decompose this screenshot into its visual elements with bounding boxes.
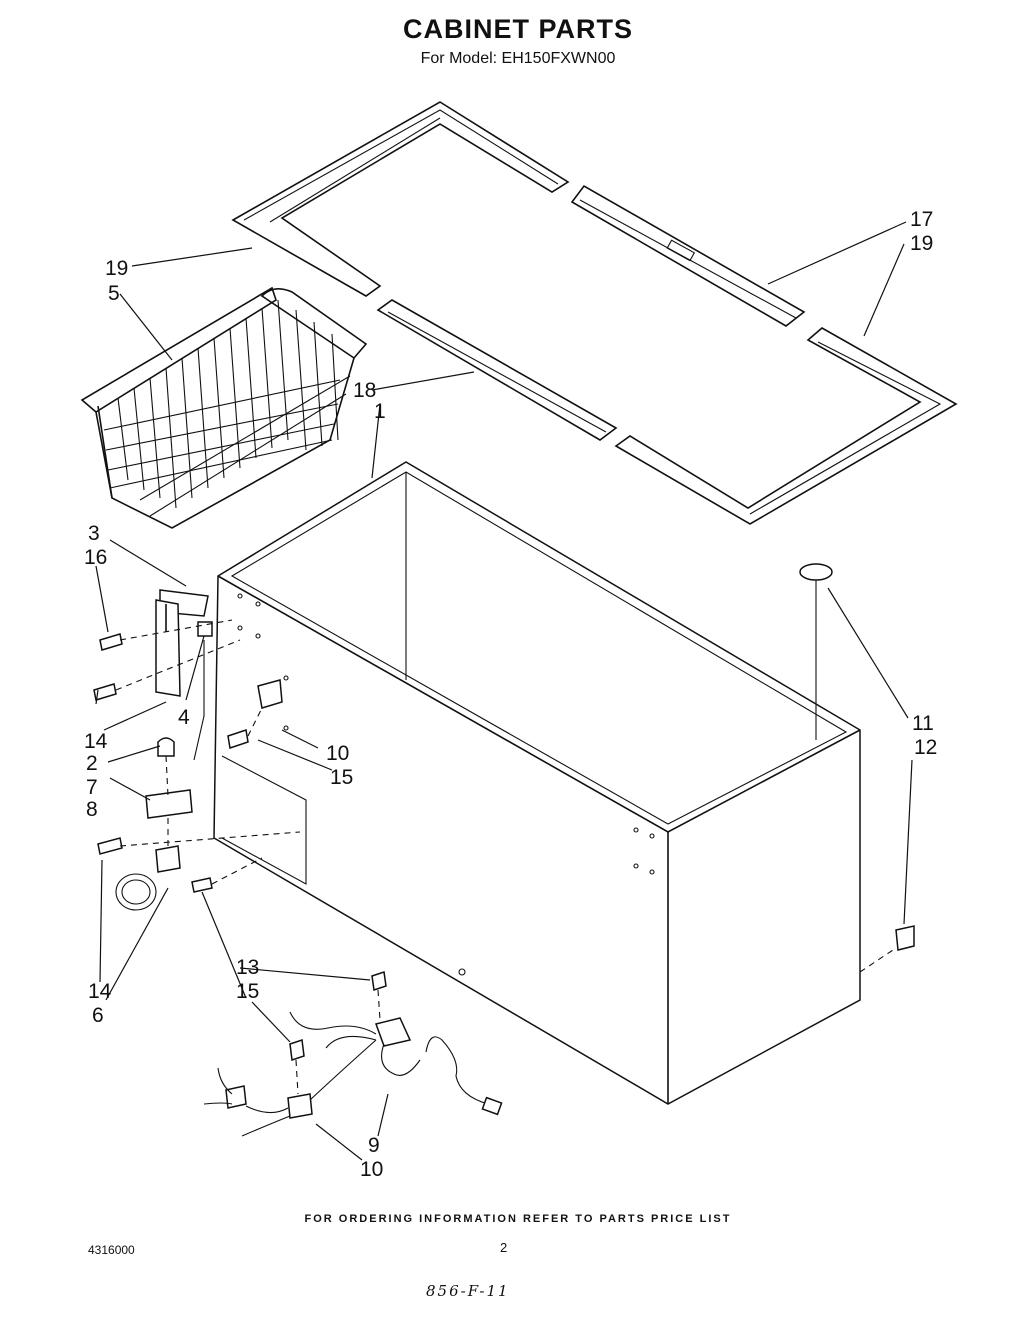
plug-and-foot [799,563,915,973]
callout-12: 12 [914,736,937,759]
callout-1: 1 [374,400,386,423]
hinge-assembly [93,589,301,911]
callout-13: 13 [236,956,259,979]
bracket-parts [227,675,289,749]
handwritten-note: 856-F-11 [426,1282,510,1300]
callout-19-left: 19 [105,257,128,280]
callout-numbers: 19 5 18 1 17 19 3 16 14 2 4 7 8 10 15 11… [84,208,937,1181]
cabinet-box [213,461,861,1105]
callout-4: 4 [178,706,190,729]
callout-10-bottom: 10 [360,1158,383,1181]
callout-5: 5 [108,282,120,305]
wire-basket [80,286,368,529]
page-number: 2 [500,1240,508,1255]
callout-18: 18 [353,379,376,402]
callout-14-bottom: 14 [88,980,112,1003]
leader-lines [95,221,913,1161]
callout-16: 16 [84,546,107,569]
callout-17: 17 [910,208,933,231]
callout-19-right: 19 [910,232,933,255]
callout-11: 11 [912,712,934,735]
document-number: 4316000 [88,1243,135,1257]
callout-6: 6 [92,1004,104,1027]
ordering-notice: FOR ORDERING INFORMATION REFER TO PARTS … [304,1213,732,1225]
lid-gasket-frame [231,101,958,525]
callout-14-top: 14 [84,730,108,753]
model-subtitle: For Model: EH150FXWN00 [420,50,616,67]
page-title: CABINET PARTS [402,14,633,44]
callout-8: 8 [86,798,98,821]
wiring-harness [203,971,503,1137]
callout-10-top: 10 [326,742,349,765]
callout-9: 9 [368,1134,380,1157]
callout-15-top: 15 [330,766,353,789]
callout-2: 2 [86,752,98,775]
callout-15-bottom: 15 [236,980,259,1003]
callout-3: 3 [88,522,100,545]
callout-7: 7 [86,776,98,799]
